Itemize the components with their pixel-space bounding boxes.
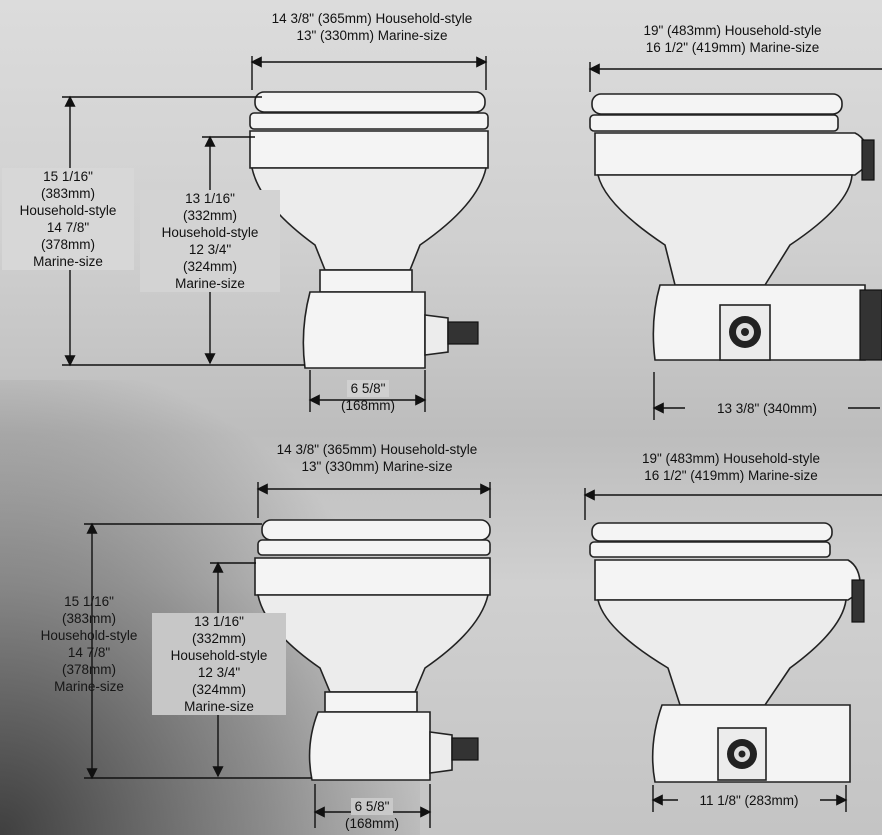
bottom-front-total-height-label: 15 1/16" (383mm) Household-style 14 7/8"…	[40, 594, 138, 694]
top-front-total-height-label: 15 1/16" (383mm) Household-style 14 7/8"…	[2, 168, 134, 270]
top-front-base-width-label: 6 5/8" (168mm)	[340, 380, 395, 413]
width-marine: 13" (330mm) Marine-size	[296, 28, 448, 43]
bottom-side-base-length-label: 11 1/8" (283mm)	[699, 793, 799, 808]
bottom-front-base-width-label: 6 5/8" (168mm)	[344, 798, 399, 831]
toilet-side-view-top	[589, 93, 882, 361]
bottom-front-bowl-height-label: 13 1/16" (332mm) Household-style 12 3/4"…	[152, 613, 286, 715]
toilet-side-view-bottom	[589, 522, 865, 783]
toilet-front-view-bottom	[254, 519, 491, 781]
bottom-front-width-label: 14 3/8" (365mm) Household-style 13" (330…	[276, 442, 478, 474]
top-side-length-label: 19" (483mm) Household-style 16 1/2" (419…	[643, 23, 822, 55]
top-front-bowl-height-label: 13 1/16" (332mm) Household-style 12 3/4"…	[140, 190, 280, 292]
bottom-side-length-label: 19" (483mm) Household-style 16 1/2" (419…	[641, 451, 821, 483]
top-side-base-length-label: 13 3/8" (340mm)	[716, 401, 818, 416]
width-household: 14 3/8" (365mm) Household-style	[271, 11, 473, 26]
toilet-front-view-top	[249, 91, 489, 369]
top-front-width-label: 14 3/8" (365mm) Household-style 13" (330…	[232, 10, 512, 44]
